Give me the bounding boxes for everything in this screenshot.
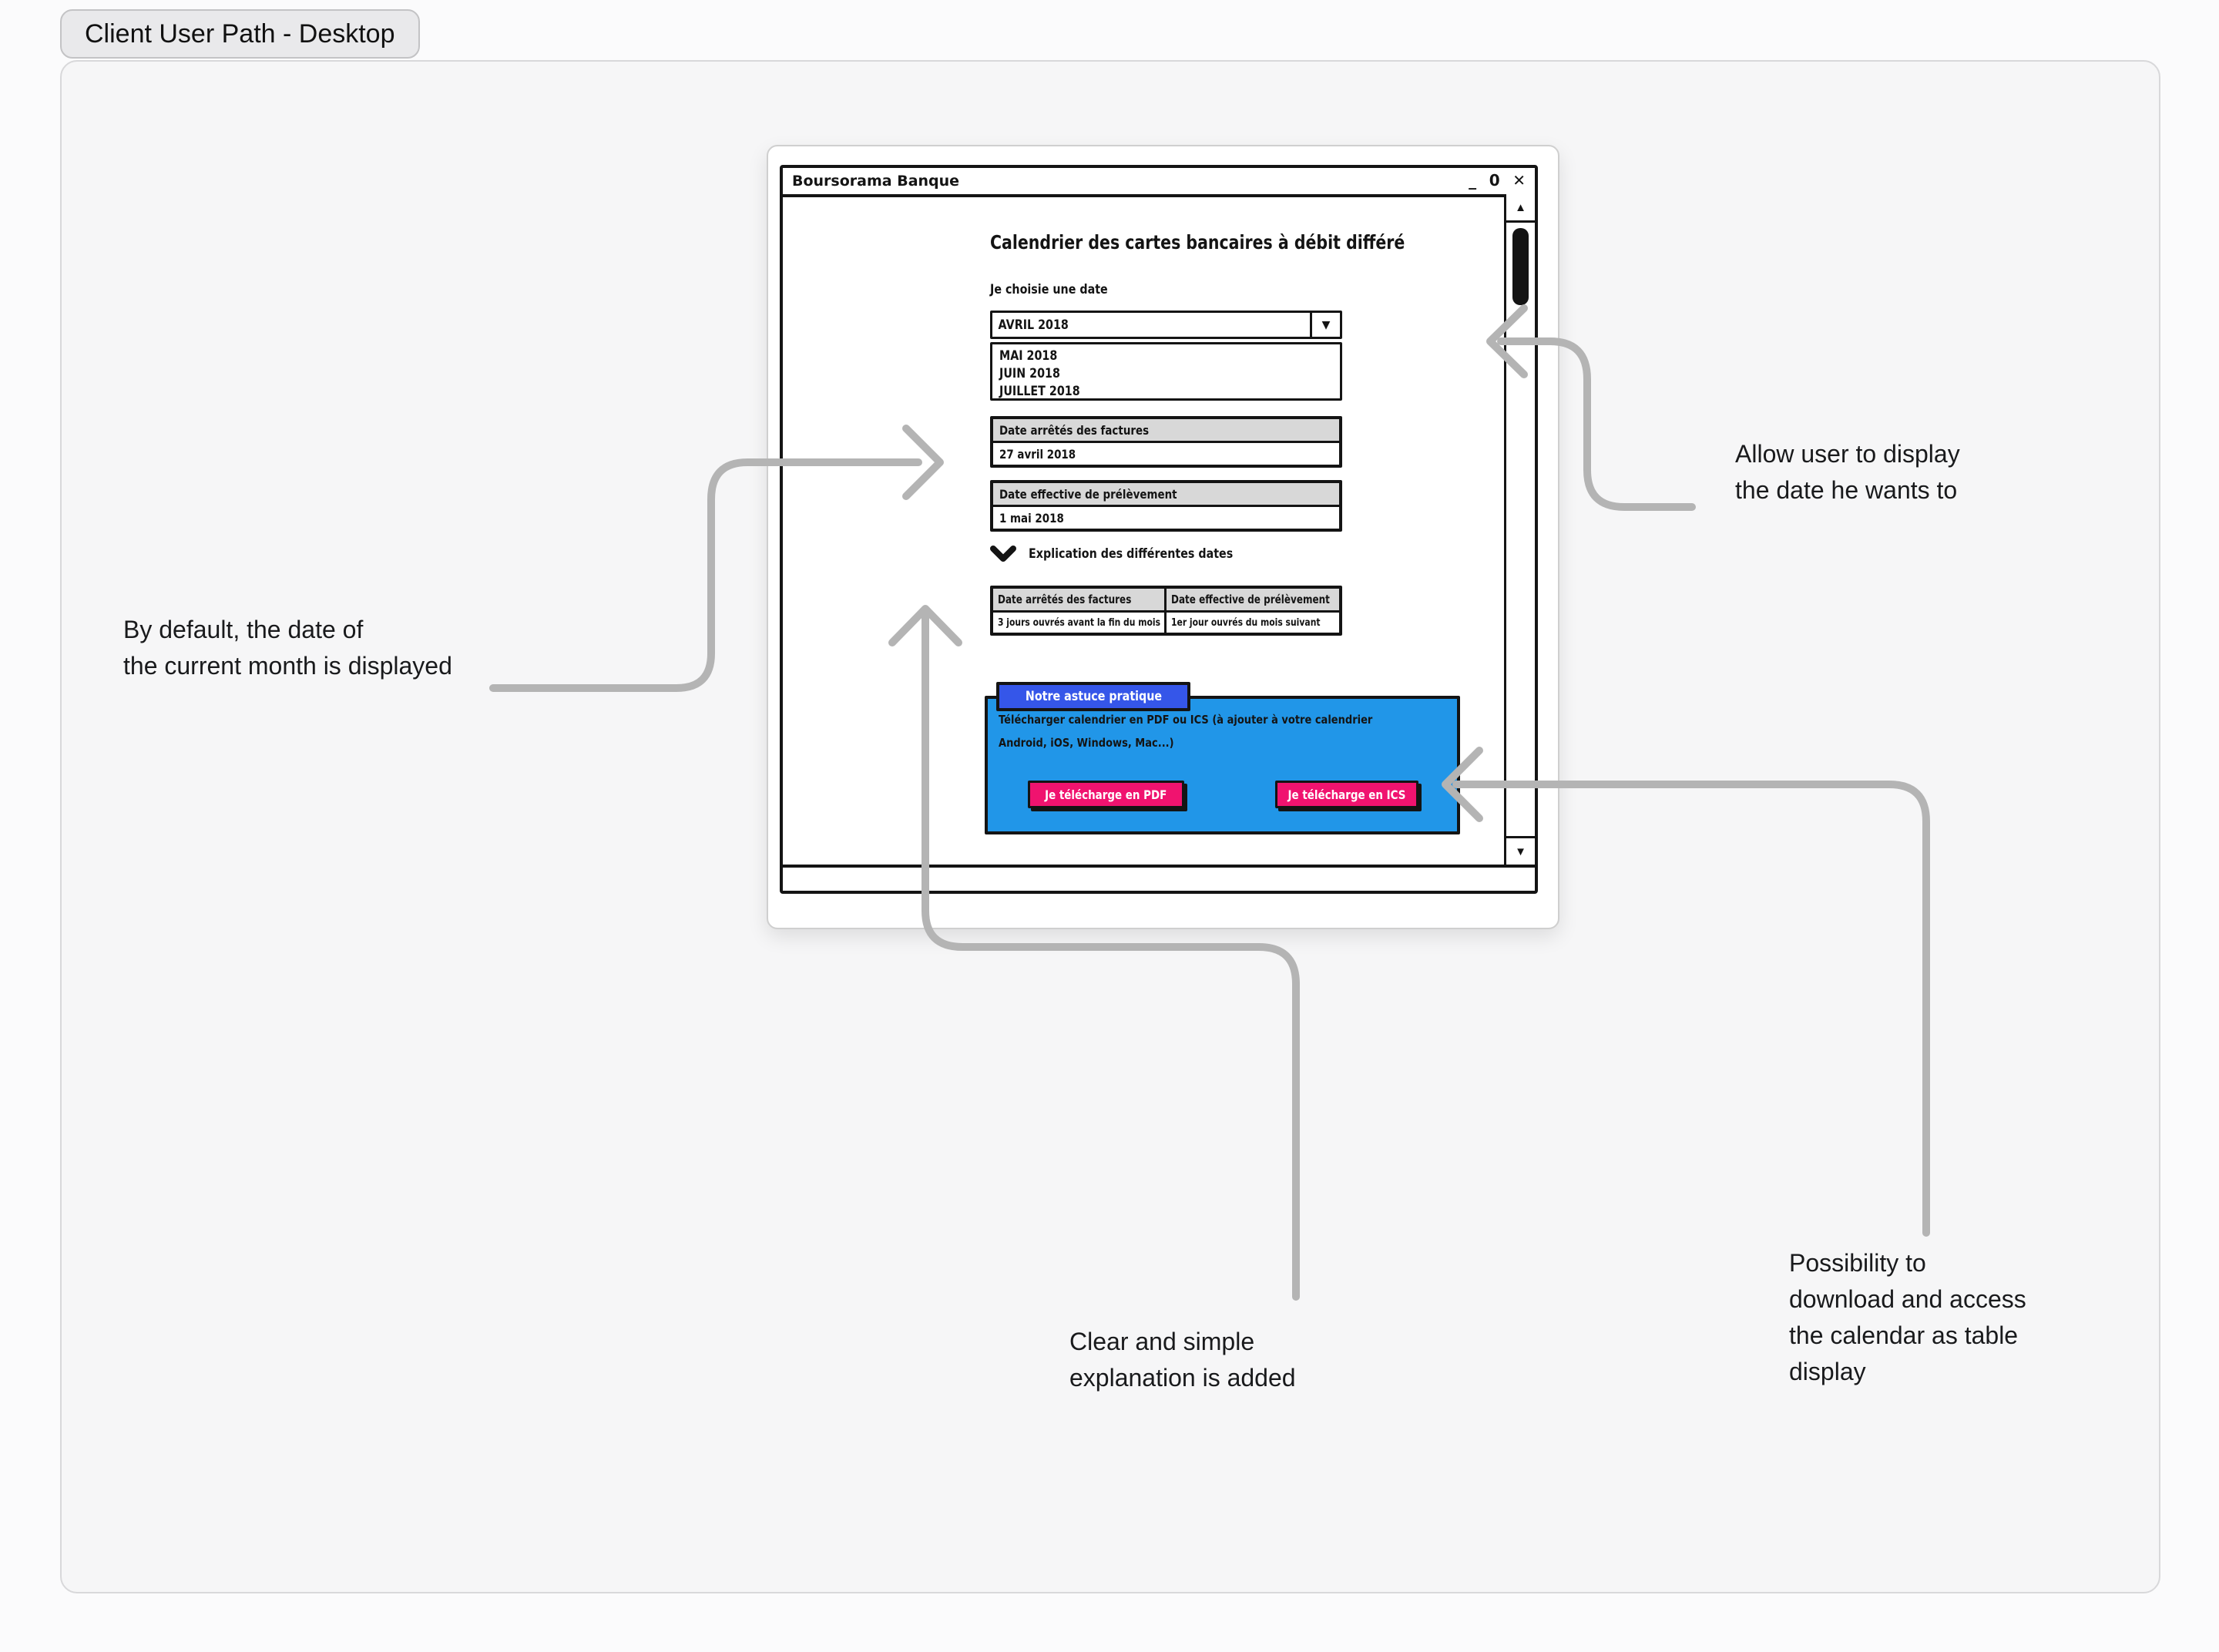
- annotation-line: the calendar as table: [1789, 1321, 2019, 1349]
- chevron-down-icon: [990, 546, 1016, 562]
- month-select-value: AVRIL 2018: [998, 317, 1069, 333]
- table-header-cell: Date arrêtés des factures: [993, 589, 1167, 610]
- invoice-date-box: Date arrêtés des factures 27 avril 2018: [990, 416, 1342, 468]
- annotation-line: Allow user to display: [1735, 440, 1960, 468]
- month-select-dropdown-button[interactable]: ▼: [1310, 313, 1340, 337]
- annotation-allow: Allow user to display the date he wants …: [1735, 436, 1960, 509]
- window-controls: _ 0 ✕: [1461, 173, 1526, 190]
- chevron-down-icon: ▼: [1321, 318, 1331, 331]
- annotation-possibility: Possibility to download and access the c…: [1789, 1245, 2026, 1390]
- window-statusbar: [783, 865, 1535, 891]
- debit-date-box: Date effective de prélèvement 1 mai 2018: [990, 480, 1342, 532]
- annotation-line: explanation is added: [1069, 1364, 1296, 1392]
- explanation-toggle[interactable]: Explication des différentes dates: [990, 544, 1272, 564]
- scroll-up-icon: ▲: [1515, 200, 1526, 214]
- scrollbar-down-button[interactable]: ▼: [1506, 836, 1535, 865]
- scrollbar-up-button[interactable]: ▲: [1506, 194, 1535, 223]
- close-icon[interactable]: ✕: [1512, 171, 1526, 190]
- table-cell: 3 jours ouvrés avant la fin du mois: [993, 613, 1167, 633]
- annotation-by-default: By default, the date of the current mont…: [123, 612, 452, 684]
- annotation-line: Clear and simple: [1069, 1328, 1255, 1355]
- download-pdf-button[interactable]: Je télécharge en PDF: [1028, 781, 1184, 808]
- table-cell: 1er jour ouvrés du mois suivant: [1170, 616, 1321, 629]
- maximize-icon[interactable]: 0: [1489, 171, 1500, 190]
- window-scrollbar[interactable]: ▲ ▼: [1504, 194, 1535, 865]
- table-row: 3 jours ouvrés avant la fin du mois 1er …: [993, 613, 1339, 633]
- table-header-row: Date arrêtés des factures Date effective…: [993, 589, 1339, 613]
- debit-date-value: 1 mai 2018: [999, 510, 1064, 525]
- dates-table: Date arrêtés des factures Date effective…: [990, 586, 1342, 636]
- debit-date-header: Date effective de prélèvement: [993, 483, 1339, 507]
- flow-title-tag: Client User Path - Desktop: [60, 9, 420, 59]
- annotation-line: the current month is displayed: [123, 652, 452, 680]
- month-option[interactable]: MAI 2018: [999, 348, 1058, 364]
- tip-text-line1: Télécharger calendrier en PDF ou ICS (à …: [999, 713, 1373, 727]
- download-ics-button[interactable]: Je télécharge en ICS: [1275, 781, 1418, 808]
- minimize-icon[interactable]: _: [1469, 171, 1477, 190]
- window-title: Boursorama Banque: [792, 173, 960, 190]
- annotation-line: display: [1789, 1358, 1866, 1385]
- annotation-line: By default, the date of: [123, 616, 364, 643]
- scrollbar-thumb[interactable]: [1512, 228, 1529, 305]
- annotation-clear: Clear and simple explanation is added: [1069, 1324, 1296, 1396]
- annotation-line: the date he wants to: [1735, 476, 1958, 504]
- window-titlebar: Boursorama Banque _ 0 ✕: [783, 168, 1535, 197]
- table-header-cell: Date effective de prélèvement: [1170, 593, 1330, 606]
- month-option[interactable]: JUIN 2018: [999, 366, 1060, 381]
- month-select[interactable]: AVRIL 2018 ▼: [990, 311, 1342, 339]
- date-picker-label: Je choisie une date: [990, 282, 1108, 297]
- month-options-list: MAI 2018 JUIN 2018 JUILLET 2018: [990, 342, 1342, 401]
- explanation-toggle-label: Explication des différentes dates: [1029, 546, 1234, 562]
- invoice-date-value: 27 avril 2018: [999, 446, 1076, 462]
- scroll-down-icon: ▼: [1515, 844, 1526, 858]
- tip-text-line2: Android, iOS, Windows, Mac...): [999, 736, 1174, 750]
- annotation-line: download and access: [1789, 1285, 2026, 1313]
- annotation-line: Possibility to: [1789, 1249, 1926, 1277]
- invoice-date-header: Date arrêtés des factures: [993, 419, 1339, 443]
- month-option[interactable]: JUILLET 2018: [999, 384, 1080, 399]
- page-title-text: Calendrier des cartes bancaires à débit …: [990, 231, 1405, 254]
- tip-badge: Notre astuce pratique: [996, 682, 1190, 711]
- page-title: Calendrier des cartes bancaires à débit …: [990, 231, 1496, 254]
